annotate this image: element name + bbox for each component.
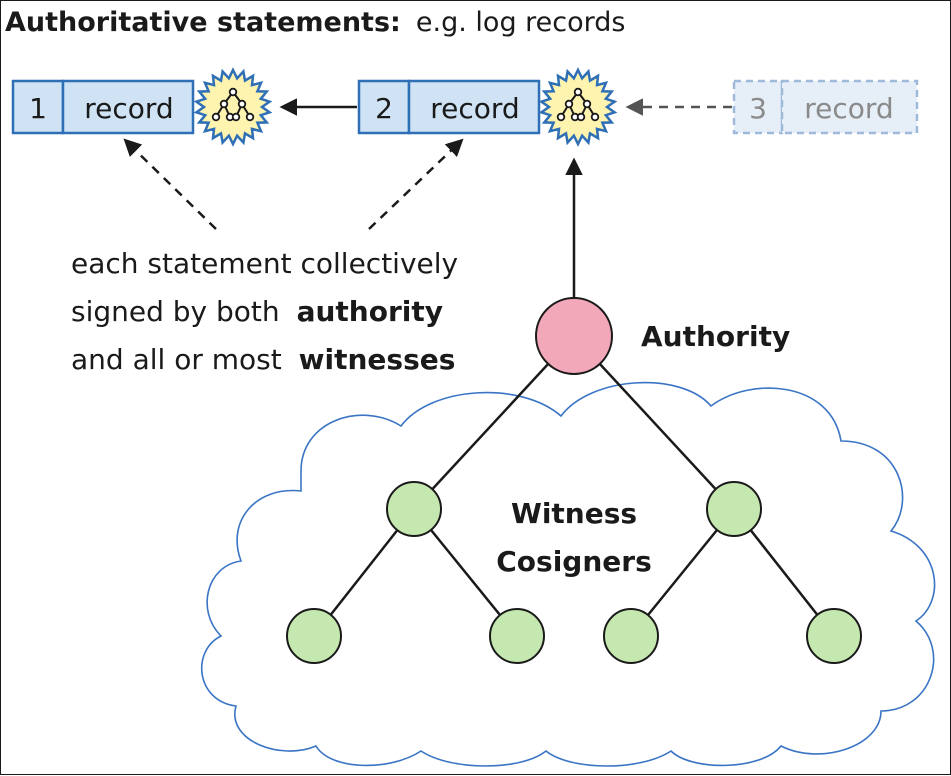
- record-number: 1: [29, 92, 47, 125]
- note-line-2-text: signed by both: [71, 295, 280, 328]
- witness-node: [603, 608, 659, 664]
- record-label: record: [804, 92, 893, 125]
- diagram-title: Authoritative statements: e.g. log recor…: [5, 7, 625, 38]
- record-3-pending: 3 record: [732, 79, 919, 135]
- note-line-3: and all or most witnesses: [71, 343, 455, 376]
- witness-node: [286, 608, 342, 664]
- witness-cloud: [200, 381, 936, 767]
- seal-starburst: [538, 67, 618, 147]
- seal-tree-node: [564, 99, 574, 109]
- seal-tree-node: [556, 112, 566, 122]
- note-authority-bold: authority: [297, 295, 443, 328]
- witness-label-line1: Witness: [511, 497, 637, 530]
- seal-tree-node: [228, 87, 238, 97]
- note-line-3-text: and all or most: [71, 343, 282, 376]
- witness-nodes: [286, 481, 862, 664]
- witness-node: [806, 608, 862, 664]
- seal-tree-node: [582, 99, 592, 109]
- record-2: 2 record: [357, 79, 541, 135]
- record-1: 1 record: [11, 79, 195, 135]
- seal-tree-node: [576, 112, 586, 122]
- note-pointer-arrow: [123, 138, 217, 230]
- title-rest: e.g. log records: [416, 7, 626, 38]
- witness-label-line2: Cosigners: [496, 545, 652, 578]
- witness-node: [489, 608, 545, 664]
- authority-node: [535, 297, 613, 375]
- record-number: 3: [749, 92, 767, 125]
- authority-label: Authority: [641, 320, 790, 353]
- seal-tree-node: [219, 99, 229, 109]
- record-label: record: [84, 92, 173, 125]
- record-number: 2: [375, 92, 393, 125]
- seal-starburst: [193, 67, 273, 147]
- witness-node: [706, 481, 762, 537]
- witness-node: [386, 481, 442, 537]
- tree-seal-icon: [193, 67, 273, 147]
- seal-tree-node: [573, 87, 583, 97]
- note-line-2: signed by both authority: [71, 295, 443, 328]
- title-bold: Authoritative statements:: [5, 7, 401, 38]
- seal-tree-node: [245, 112, 255, 122]
- record-label: record: [430, 92, 519, 125]
- tree-seal-icon: [538, 67, 618, 147]
- seal-tree-node: [590, 112, 600, 122]
- seal-tree-node: [237, 99, 247, 109]
- seal-tree-node: [231, 112, 241, 122]
- note-line-1: each statement collectively: [71, 247, 458, 280]
- note-pointer-arrow: [368, 138, 464, 230]
- seal-tree-node: [211, 112, 221, 122]
- note-witnesses-bold: witnesses: [299, 343, 456, 376]
